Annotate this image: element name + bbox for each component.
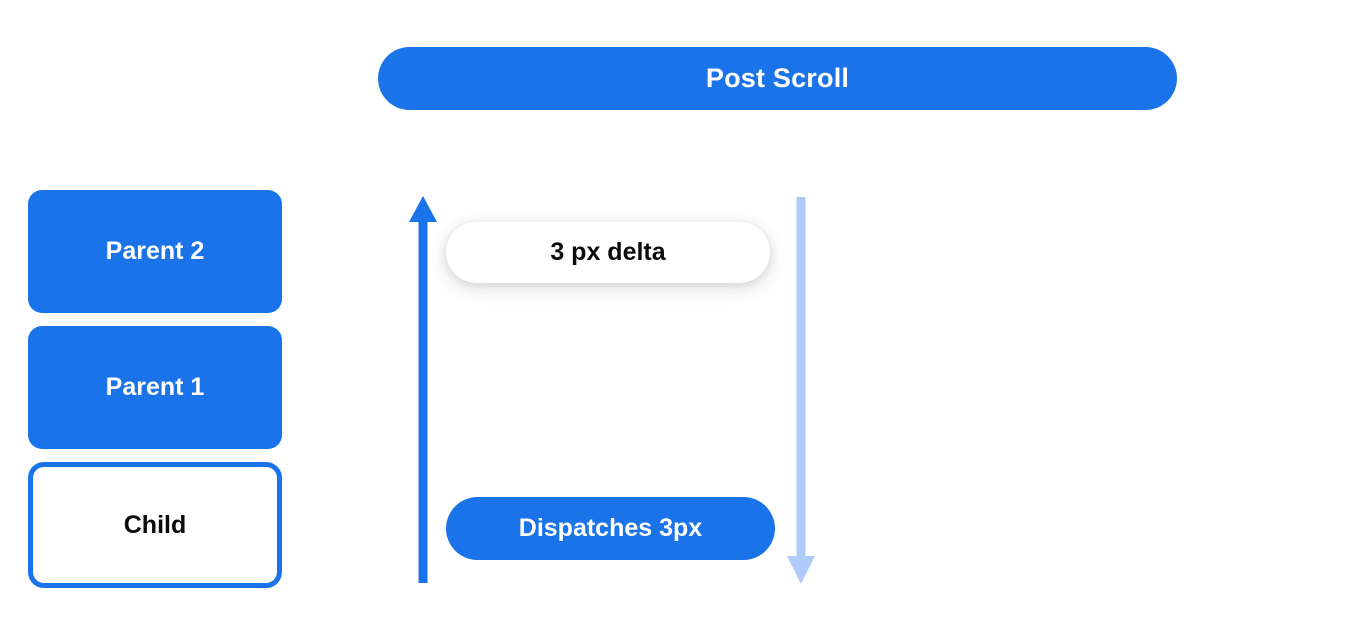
dispatch-pill: Dispatches 3px (446, 497, 775, 560)
hierarchy-box-child: Child (28, 462, 282, 588)
hierarchy-box-parent-2: Parent 2 (28, 190, 282, 313)
scroll-down-arrow-icon (787, 197, 815, 584)
dispatch-pill-label: Dispatches 3px (518, 514, 703, 542)
hierarchy-box-parent-1: Parent 1 (28, 326, 282, 449)
post-scroll-header-label: Post Scroll (705, 63, 850, 93)
hierarchy-box-parent-1-label: Parent 1 (105, 373, 205, 401)
hierarchy-stack: Parent 2 Parent 1 Child (28, 190, 282, 588)
post-scroll-header: Post Scroll (378, 47, 1177, 110)
delta-pill: 3 px delta (446, 222, 770, 283)
bubble-up-arrow-icon (409, 196, 437, 583)
hierarchy-box-parent-2-label: Parent 2 (105, 237, 205, 265)
delta-pill-label: 3 px delta (550, 238, 666, 266)
hierarchy-box-child-label: Child (123, 510, 187, 539)
